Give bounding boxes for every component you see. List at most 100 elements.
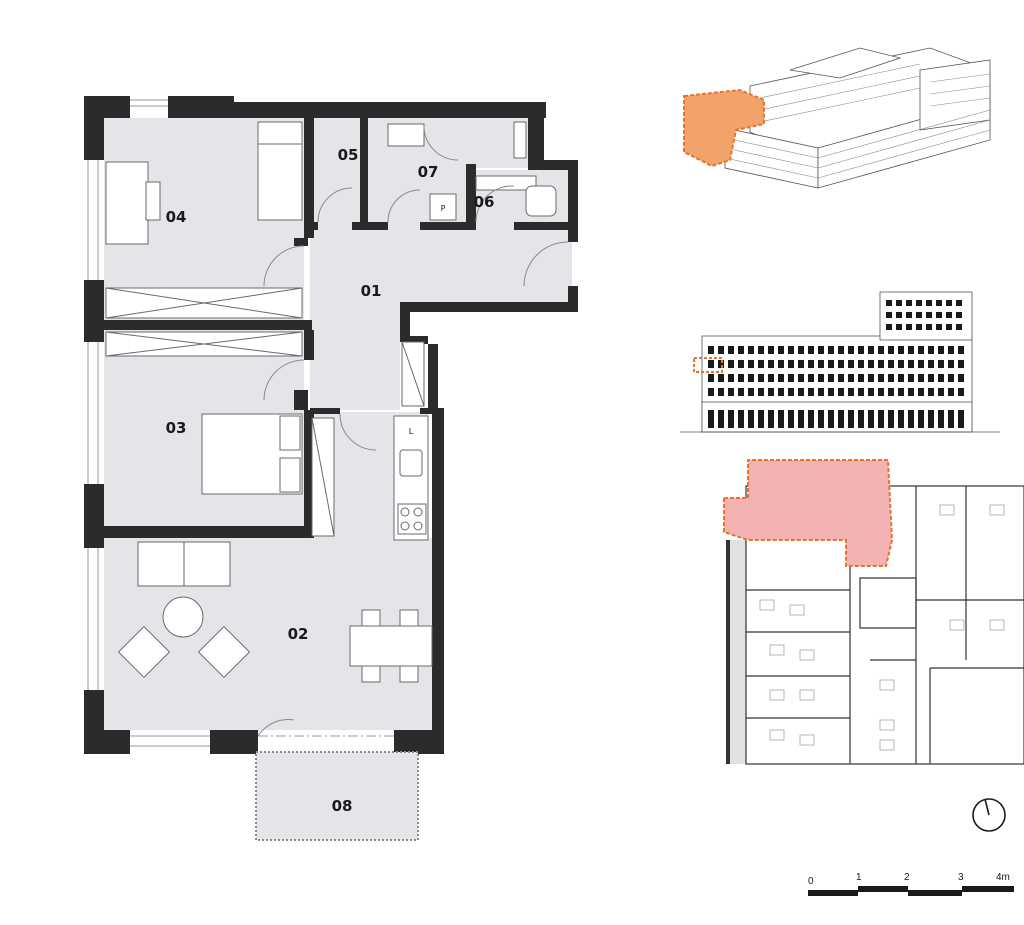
elevation-window (838, 388, 844, 396)
elevation-window (958, 346, 964, 354)
elevation-window (768, 360, 774, 368)
elevation-ground-opening (878, 410, 884, 428)
elevation-window (848, 388, 854, 396)
elevation-window (808, 374, 814, 382)
plan-furniture-item (939, 504, 955, 516)
elevation-window (858, 374, 864, 382)
plan-furniture-item (799, 734, 815, 746)
toilet-06 (525, 185, 557, 217)
elevation-upper-window (956, 324, 962, 330)
elevation-window (928, 346, 934, 354)
scale-label-3: 3 (958, 872, 964, 883)
highlighted-unit-elevation (693, 357, 723, 373)
elevation-window (708, 346, 714, 354)
elevation-window (848, 374, 854, 382)
main-floor-plan: 01 02 03 04 05 06 07 08 P L (84, 96, 578, 841)
elevation-window (908, 388, 914, 396)
elevation-upper-window (926, 312, 932, 318)
elevation-window (708, 374, 714, 382)
walls (84, 96, 578, 754)
elevation-window (868, 374, 874, 382)
elevation-upper-window (896, 300, 902, 306)
scale-label-0: 0 (808, 876, 814, 887)
elevation-window (758, 374, 764, 382)
elevation-window (888, 346, 894, 354)
elevation-window (738, 360, 744, 368)
elevation-window (808, 346, 814, 354)
elevation-window (938, 374, 944, 382)
isometric-building (683, 47, 991, 189)
doors (257, 125, 569, 737)
elevation-upper-window (956, 312, 962, 318)
elevation-ground-opening (848, 410, 854, 428)
elevation-window (728, 374, 734, 382)
elevation-window (858, 388, 864, 396)
elevation-window (948, 388, 954, 396)
elevation-window (868, 346, 874, 354)
plan-furniture-item (789, 604, 805, 616)
fixture-label-p: P (441, 204, 446, 213)
elevation-ground-opening (838, 410, 844, 428)
elevation-upper-window (886, 324, 892, 330)
elevation-window (758, 388, 764, 396)
room-label-07: 07 (418, 163, 439, 181)
plan-furniture-item (769, 644, 785, 656)
elevation-window (798, 388, 804, 396)
elevation-window (888, 388, 894, 396)
elevation-upper-window (896, 324, 902, 330)
room-label-03: 03 (166, 419, 187, 437)
boiler-07 (429, 193, 457, 221)
elevation-window (728, 388, 734, 396)
elevation-window (858, 346, 864, 354)
elevation-window (728, 346, 734, 354)
elevation-window (718, 346, 724, 354)
elevation-ground-opening (948, 410, 954, 428)
elevation-window (768, 346, 774, 354)
elevation-window (818, 388, 824, 396)
fixture-label-l: L (409, 427, 414, 436)
elevation-window (728, 360, 734, 368)
elevation-upper-window (936, 324, 942, 330)
plan-furniture-item (879, 739, 895, 751)
elevation-window (898, 360, 904, 368)
elevation-upper-window (926, 324, 932, 330)
elevation-ground-opening (868, 410, 874, 428)
elevation-window (718, 360, 724, 368)
elevation-upper-window (926, 300, 932, 306)
elevation-window (748, 388, 754, 396)
elevation-window (948, 360, 954, 368)
plan-furniture-item (949, 619, 965, 631)
elevation-ground-opening (728, 410, 734, 428)
elevation-window (798, 346, 804, 354)
elevation-window (758, 346, 764, 354)
elevation-window (938, 388, 944, 396)
room-label-02: 02 (288, 625, 309, 643)
plan-furniture-item (769, 689, 785, 701)
elevation-upper-window (916, 300, 922, 306)
elevation-window (888, 374, 894, 382)
elevation-ground-opening (828, 410, 834, 428)
elevation-window (748, 346, 754, 354)
elevation-ground-opening (888, 410, 894, 428)
elevation-upper-window (936, 300, 942, 306)
coffee-table (162, 596, 204, 638)
elevation-window (778, 360, 784, 368)
elevation-ground-opening (718, 410, 724, 428)
built-in-closets (105, 121, 527, 537)
elevation-window (878, 360, 884, 368)
elevation-ground-opening (758, 410, 764, 428)
elevation-window (768, 374, 774, 382)
highlighted-unit-iso (683, 88, 765, 168)
elevation-ground-opening (788, 410, 794, 428)
elevation-window (778, 374, 784, 382)
elevation-window (718, 388, 724, 396)
elevation-ground-opening (898, 410, 904, 428)
elevation-ground-opening (938, 410, 944, 428)
armchair-right (197, 625, 251, 679)
elevation-window (918, 388, 924, 396)
elevation-window (738, 374, 744, 382)
elevation-window (758, 360, 764, 368)
elevation-window (798, 374, 804, 382)
scale-label-4m: 4m (996, 872, 1010, 883)
